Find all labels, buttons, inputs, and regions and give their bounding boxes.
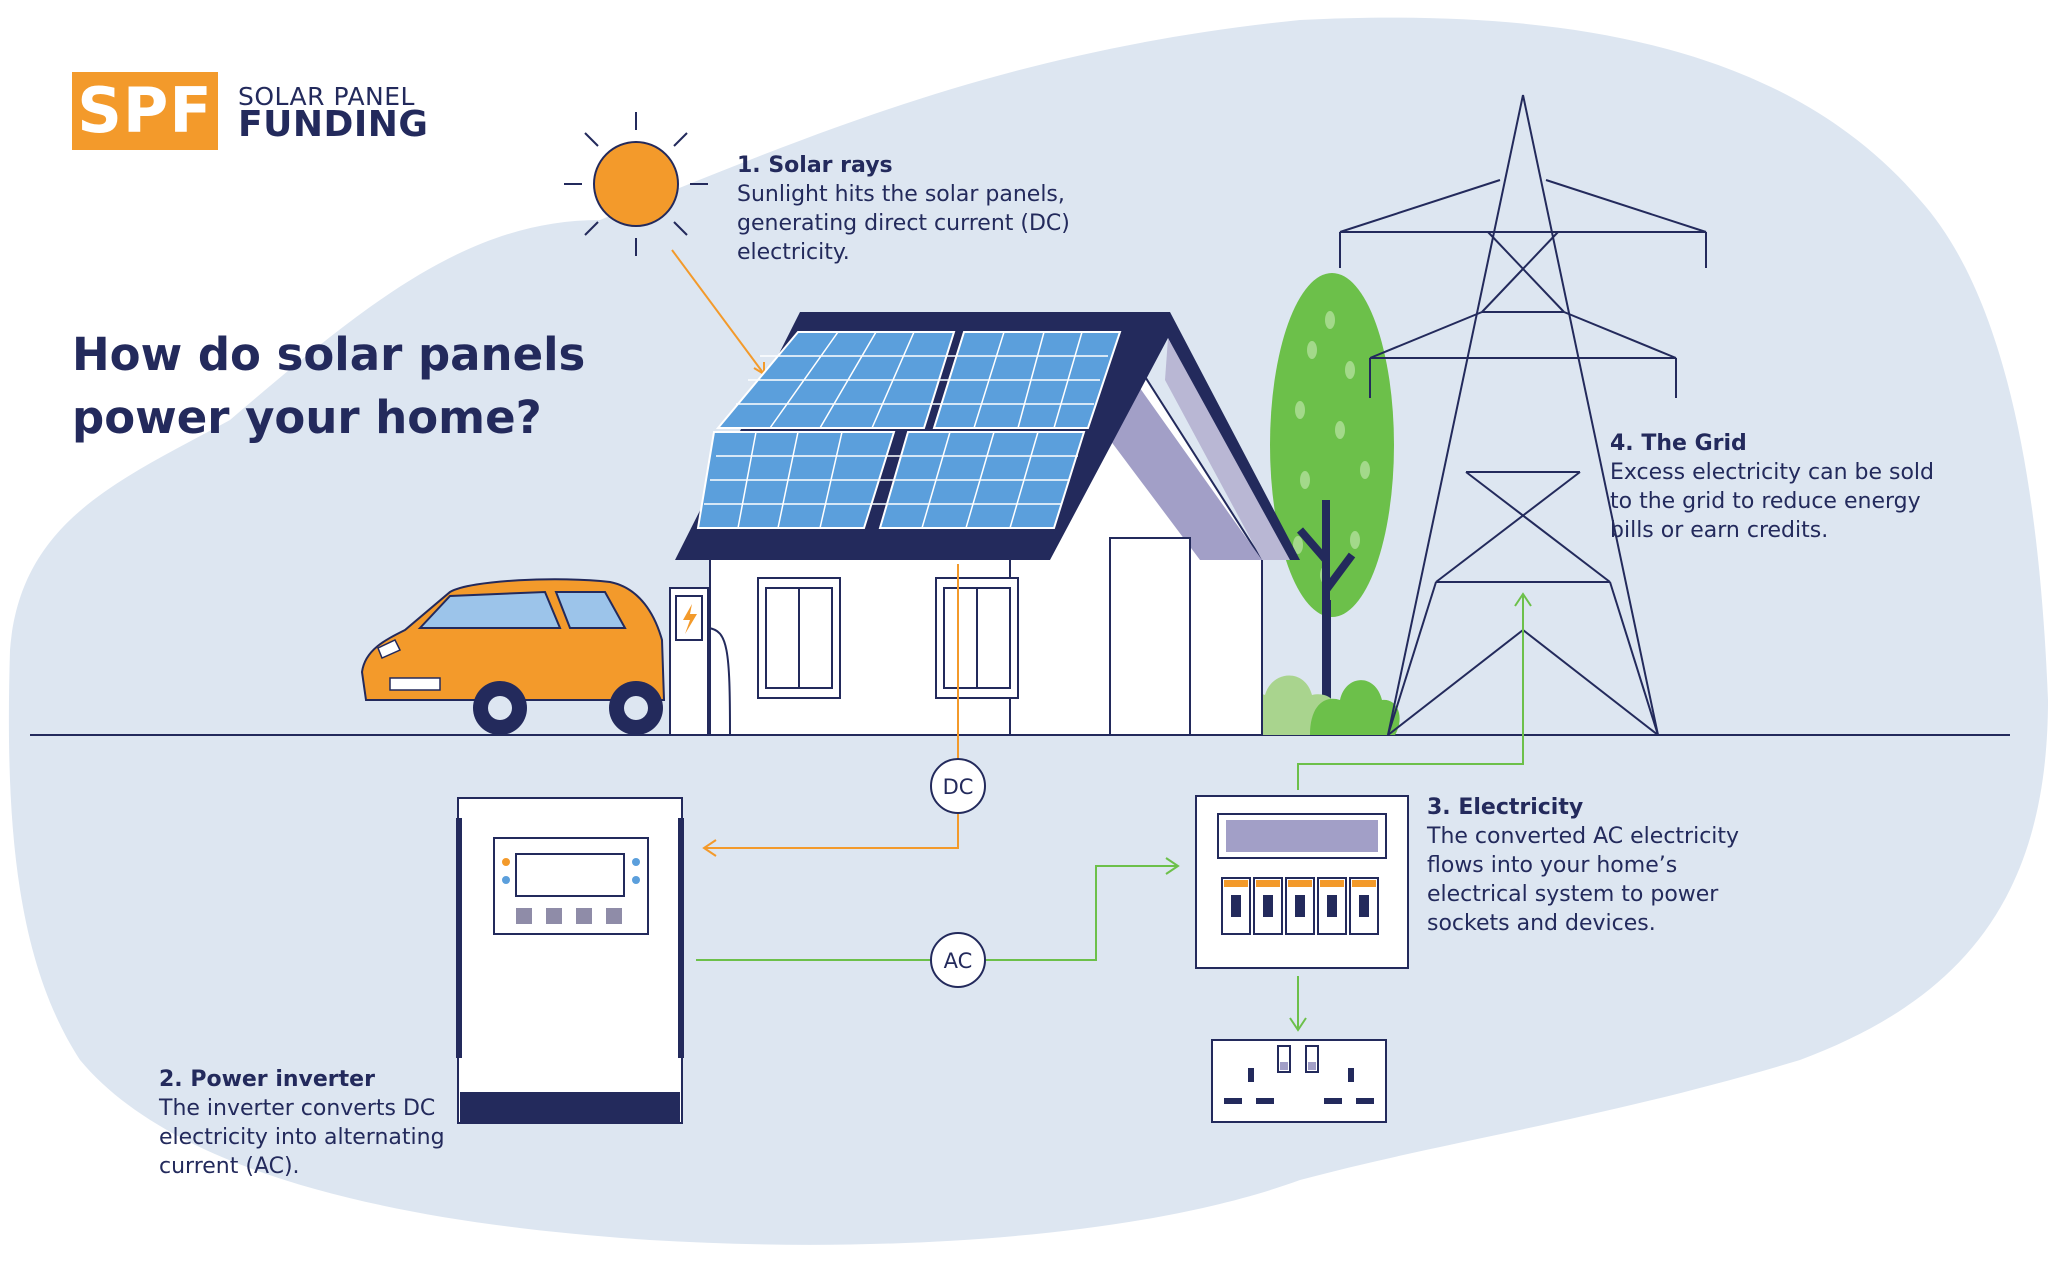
sun-icon [564,112,708,256]
ac-label-badge: AC [930,932,986,988]
step-solar-rays: 1. Solar rays Sunlight hits the solar pa… [737,151,1077,267]
step-electricity: 3. Electricity The converted AC electric… [1427,793,1757,938]
house-window [935,577,1019,699]
step-description: The inverter converts DC electricity int… [159,1096,445,1179]
step-description: Sunlight hits the solar panels, generati… [737,182,1070,265]
electric-car-icon [360,578,666,735]
brand-logo-mark: SPF [72,72,218,150]
step-description: The converted AC electricity flows into … [1427,824,1740,936]
ac-wire [696,592,1532,1032]
ev-charger-icon [669,587,731,736]
pylon-icon [1339,94,1707,736]
step-title: 3. Electricity [1427,795,1584,820]
power-socket-icon [1211,1039,1387,1123]
dc-label: DC [943,775,974,799]
house-window [757,577,841,699]
step-title: 4. The Grid [1610,431,1747,456]
page-title: How do solar panels power your home? [72,323,672,449]
step-description: Excess electricity can be sold to the gr… [1610,460,1934,543]
ac-label: AC [944,949,973,973]
consumer-unit-icon [1195,795,1409,969]
tree-icon [1270,273,1394,735]
page-title-line-2: power your home? [72,391,542,444]
power-inverter-icon [456,797,684,1124]
step-power-inverter: 2. Power inverter The inverter converts … [159,1065,479,1181]
step-title: 2. Power inverter [159,1067,375,1092]
step-title: 1. Solar rays [737,153,893,178]
solar-panel-icon [696,331,1122,529]
page-title-line-1: How do solar panels [72,328,586,381]
brand-name-bottom: FUNDING [238,104,429,145]
step-the-grid: 4. The Grid Excess electricity can be so… [1610,429,1940,545]
brand-name-top: SOLAR PANEL [238,82,415,111]
dc-label-badge: DC [930,758,986,814]
dc-wire [702,564,959,857]
